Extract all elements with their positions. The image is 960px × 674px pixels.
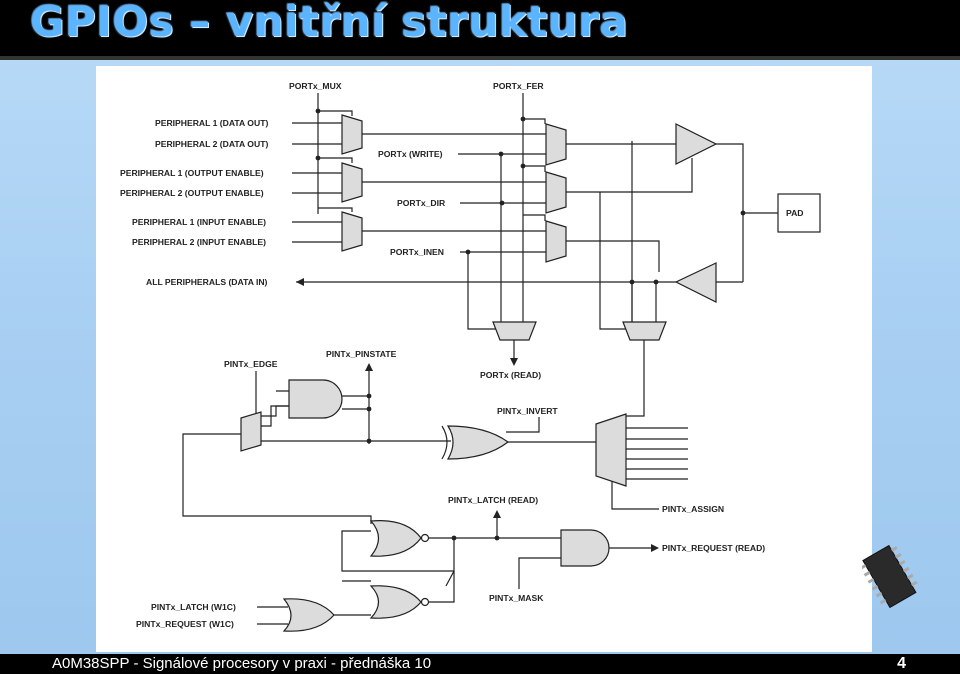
- mux-data-out: [341, 114, 363, 155]
- mux-input-enable: [341, 211, 363, 252]
- arrow-latch-read: [493, 510, 501, 518]
- label-pintx-request-read: PINTx_REQUEST (READ): [662, 543, 765, 553]
- arrow-portx-read: [510, 358, 518, 366]
- label-periph1-data-out: PERIPHERAL 1 (DATA OUT): [155, 118, 268, 128]
- or-gate-request: [369, 585, 422, 619]
- pad-box: [777, 193, 821, 233]
- diagram-panel: PORTx_MUX PORTx_FER PERIPHERAL 1 (DATA O…: [96, 66, 872, 652]
- input-buffer: [674, 262, 717, 303]
- wire-inen-to-inbuffer: [566, 240, 660, 272]
- label-portx-dir: PORTx_DIR: [397, 198, 446, 208]
- title-bar-edge: [0, 56, 960, 60]
- footer-text: A0M38SPP - Signálové procesory v praxi -…: [52, 655, 432, 672]
- wire-dir-to-buffer: [566, 158, 693, 193]
- wire-edge-out: [261, 405, 289, 427]
- page-number: 4: [897, 655, 906, 672]
- wire-feedback: [341, 530, 455, 587]
- title-bar: GPIOs – vnitřní struktura: [0, 0, 960, 60]
- wire-assign-select: [611, 481, 659, 510]
- junction-fer2: [520, 163, 526, 169]
- mux-port-data: [545, 123, 567, 166]
- label-pintx-invert: PINTx_INVERT: [497, 406, 558, 416]
- wire-xor-out-to-mux: [182, 433, 372, 524]
- label-all-peripherals: ALL PERIPHERALS (DATA IN): [146, 277, 268, 287]
- label-pad: PAD: [786, 208, 804, 218]
- arrow-request-read: [651, 544, 659, 552]
- label-periph1-ie: PERIPHERAL 1 (INPUT ENABLE): [132, 217, 266, 227]
- or-gate-latch: [369, 520, 422, 557]
- wire-and-edge: [255, 371, 369, 417]
- chip-image: [862, 544, 918, 609]
- wire-assign-inputs: [626, 427, 688, 480]
- inverter-bubble-2: [420, 597, 430, 607]
- gpio-structure-diagram: PORTx_MUX PORTx_FER PERIPHERAL 1 (DATA O…: [120, 81, 821, 632]
- mux-port-inen: [545, 220, 567, 263]
- label-pintx-edge: PINTx_EDGE: [224, 359, 278, 369]
- arrow-pinstate: [365, 363, 373, 371]
- label-pintx-latch-w1c: PINTx_LATCH (W1C): [151, 602, 236, 612]
- xor-gate: [446, 425, 510, 460]
- mux-portx-read: [492, 321, 537, 341]
- output-buffer: [675, 123, 718, 165]
- label-periph1-oe: PERIPHERAL 1 (OUTPUT ENABLE): [120, 168, 264, 178]
- label-portx-mux: PORTx_MUX: [289, 81, 342, 91]
- mux-port-dir: [545, 171, 567, 214]
- junction-latch2: [494, 535, 500, 541]
- wire-buffer-to-pad: [716, 143, 744, 282]
- label-pintx-mask: PINTx_MASK: [489, 593, 544, 603]
- inverter-bubble-1: [420, 533, 430, 543]
- arrow-all-peripherals: [296, 278, 304, 286]
- mux-edge: [240, 411, 262, 452]
- wire-pint-source: [626, 282, 645, 417]
- label-portx-read: PORTx (READ): [480, 370, 541, 380]
- label-portx-inen: PORTx_INEN: [390, 247, 444, 257]
- wire-mask: [518, 557, 561, 589]
- junction-mux2: [315, 155, 321, 161]
- and-gate-request: [560, 529, 610, 567]
- label-portx-write: PORTx (WRITE): [378, 149, 443, 159]
- label-pintx-request-w1c: PINTx_REQUEST (W1C): [136, 619, 234, 629]
- wire-portx-mux: [317, 93, 353, 214]
- mux-assign: [595, 413, 627, 487]
- junction-fer1: [520, 116, 526, 122]
- label-pintx-latch-read: PINTx_LATCH (READ): [448, 495, 538, 505]
- xor-gate-back: [441, 425, 448, 460]
- footer-bar: A0M38SPP - Signálové procesory v praxi -…: [0, 654, 960, 674]
- junction-pad: [740, 210, 746, 216]
- and-gate-edge: [288, 379, 343, 419]
- mux-pint-source: [622, 321, 667, 341]
- label-portx-fer: PORTx_FER: [493, 81, 544, 91]
- label-pintx-assign: PINTx_ASSIGN: [662, 504, 724, 514]
- junction-mux1: [315, 108, 321, 114]
- wire-request-loop: [429, 571, 455, 603]
- or-gate-w1c: [282, 598, 335, 632]
- mux-output-enable: [341, 162, 363, 203]
- label-periph2-ie: PERIPHERAL 2 (INPUT ENABLE): [132, 237, 266, 247]
- label-periph2-oe: PERIPHERAL 2 (OUTPUT ENABLE): [120, 188, 264, 198]
- wire-invert: [506, 417, 540, 433]
- label-pintx-pinstate: PINTx_PINSTATE: [326, 349, 397, 359]
- label-periph2-data-out: PERIPHERAL 2 (DATA OUT): [155, 139, 268, 149]
- slide-title: GPIOs – vnitřní struktura: [30, 0, 629, 46]
- junction-dir: [499, 200, 505, 206]
- wire-w1c-inputs: [257, 606, 288, 625]
- wire-periph-inputs: [292, 122, 342, 243]
